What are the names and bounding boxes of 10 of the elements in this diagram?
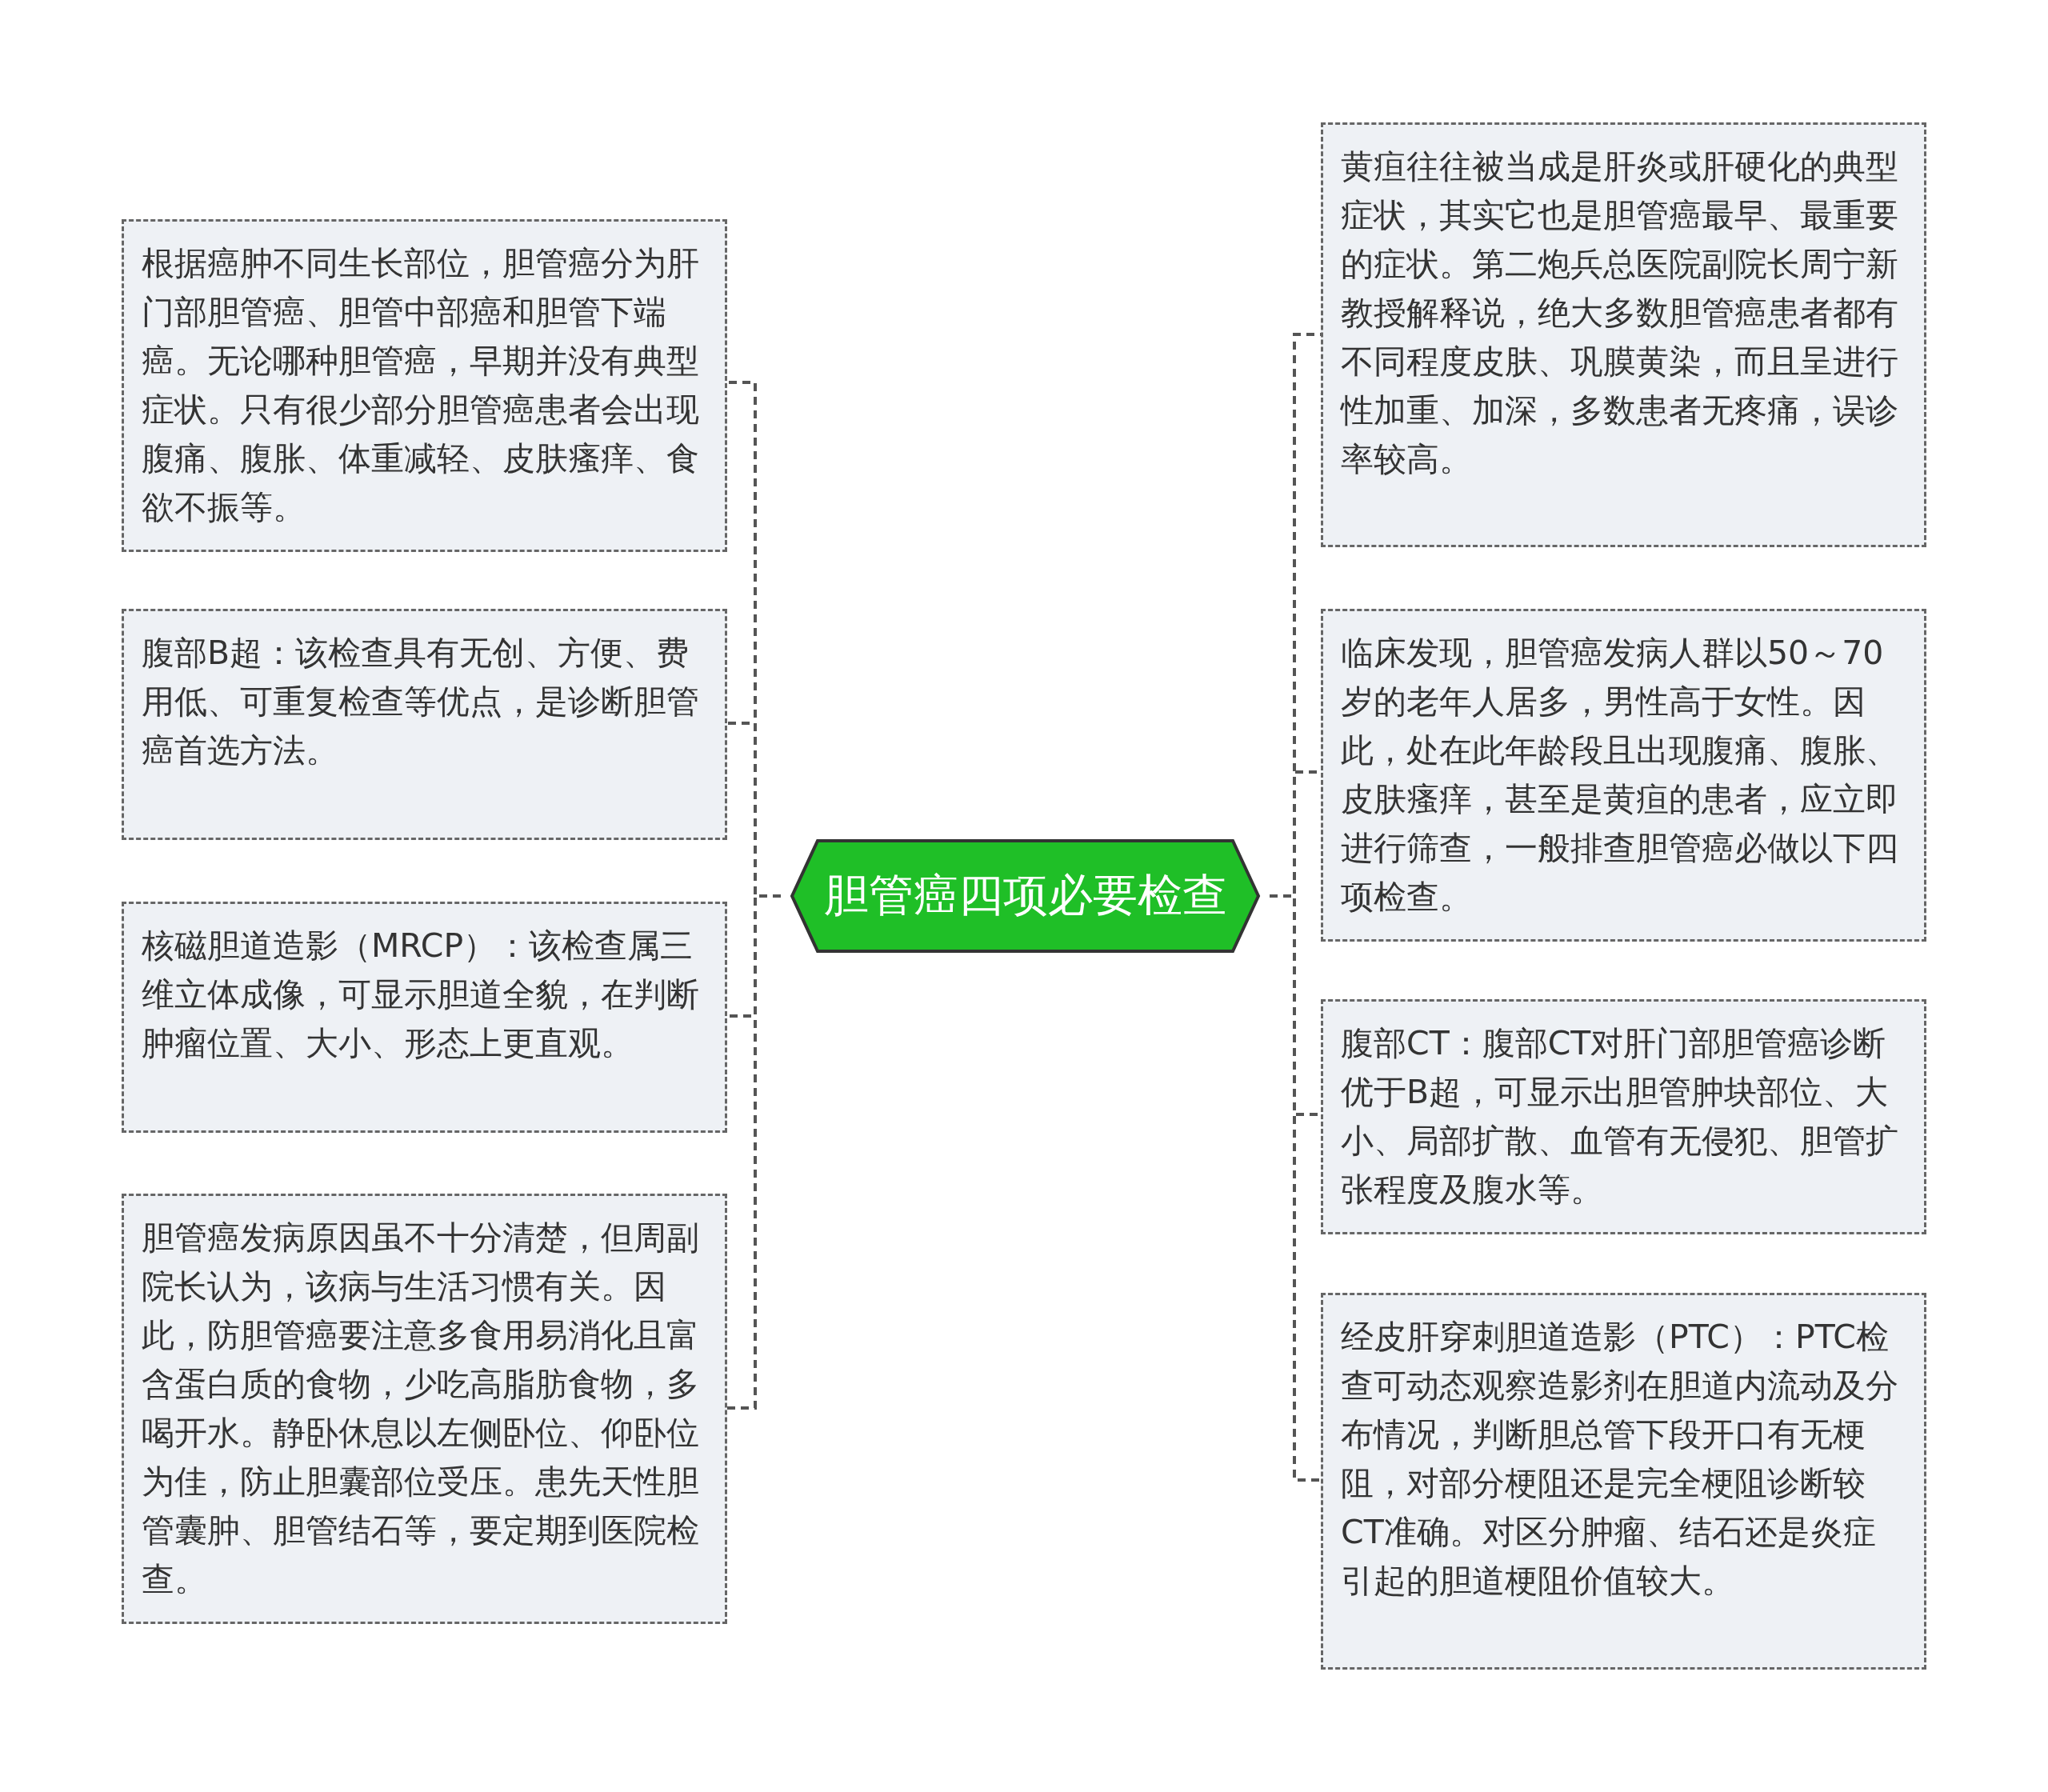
text-box: 黄疸往往被当成是肝炎或肝硬化的典型症状，其实它也是胆管癌最早、最重要的症状。第二炮兵总医院副院长周宁新教授解释说，绝大多数胆管癌患者都有不同程度皮肤、巩膜黄染，而且呈进行性加重、加深，多数患者无疼痛，误诊率较高。 — [1321, 122, 1926, 547]
connector-line — [727, 894, 781, 1410]
text-box: 腹部B超：该检查具有无创、方便、费用低、可重复检查等优点，是诊断胆管癌首选方法。 — [122, 609, 727, 840]
text-box: 腹部CT：腹部CT对肝门部胆管癌诊断优于B超，可显示出胆管肿块部位、大小、局部扩散、血管有无侵犯、胆管扩张程度及腹水等。 — [1321, 999, 1926, 1234]
text-box: 临床发现，胆管癌发病人群以50～70岁的老年人居多，男性高于女性。因此，处在此年龄段且出现腹痛、腹胀、皮肤瘙痒，甚至是黄疸的患者，应立即进行筛查，一般排查胆管癌必做以下四项检查。 — [1321, 609, 1926, 942]
text-box: 经皮肝穿刺胆道造影（PTC）：PTC检查可动态观察造影剂在胆道内流动及分布情况，判断胆总管下段开口有无梗阻，对部分梗阻还是完全梗阻诊断较CT准确。对区分肿瘤、结石还是炎症引起的胆道梗阻价值较大。 — [1321, 1293, 1926, 1670]
text-box: 根据癌肿不同生长部位，胆管癌分为肝门部胆管癌、胆管中部癌和胆管下端癌。无论哪种胆管癌，早期并没有典型症状。只有很少部分胆管癌患者会出现腹痛、腹胀、体重减轻、皮肤瘙痒、食欲不振等。 — [122, 219, 727, 552]
text-box: 核磁胆道造影（MRCP）：该检查属三维立体成像，可显示胆道全貌，在判断肿瘤位置、大小、形态上更直观。 — [122, 902, 727, 1133]
text-box: 胆管癌发病原因虽不十分清楚，但周副院长认为，该病与生活习惯有关。因此，防胆管癌要注意多食用易消化且富含蛋白质的食物，少吃高脂肪食物，多喝开水。静卧休息以左侧卧位、仰卧位为佳，防止胆囊部位受压。患先天性胆管囊肿、胆管结石等，要定期到医院检查。 — [122, 1194, 727, 1624]
connector-line — [1270, 894, 1321, 1482]
